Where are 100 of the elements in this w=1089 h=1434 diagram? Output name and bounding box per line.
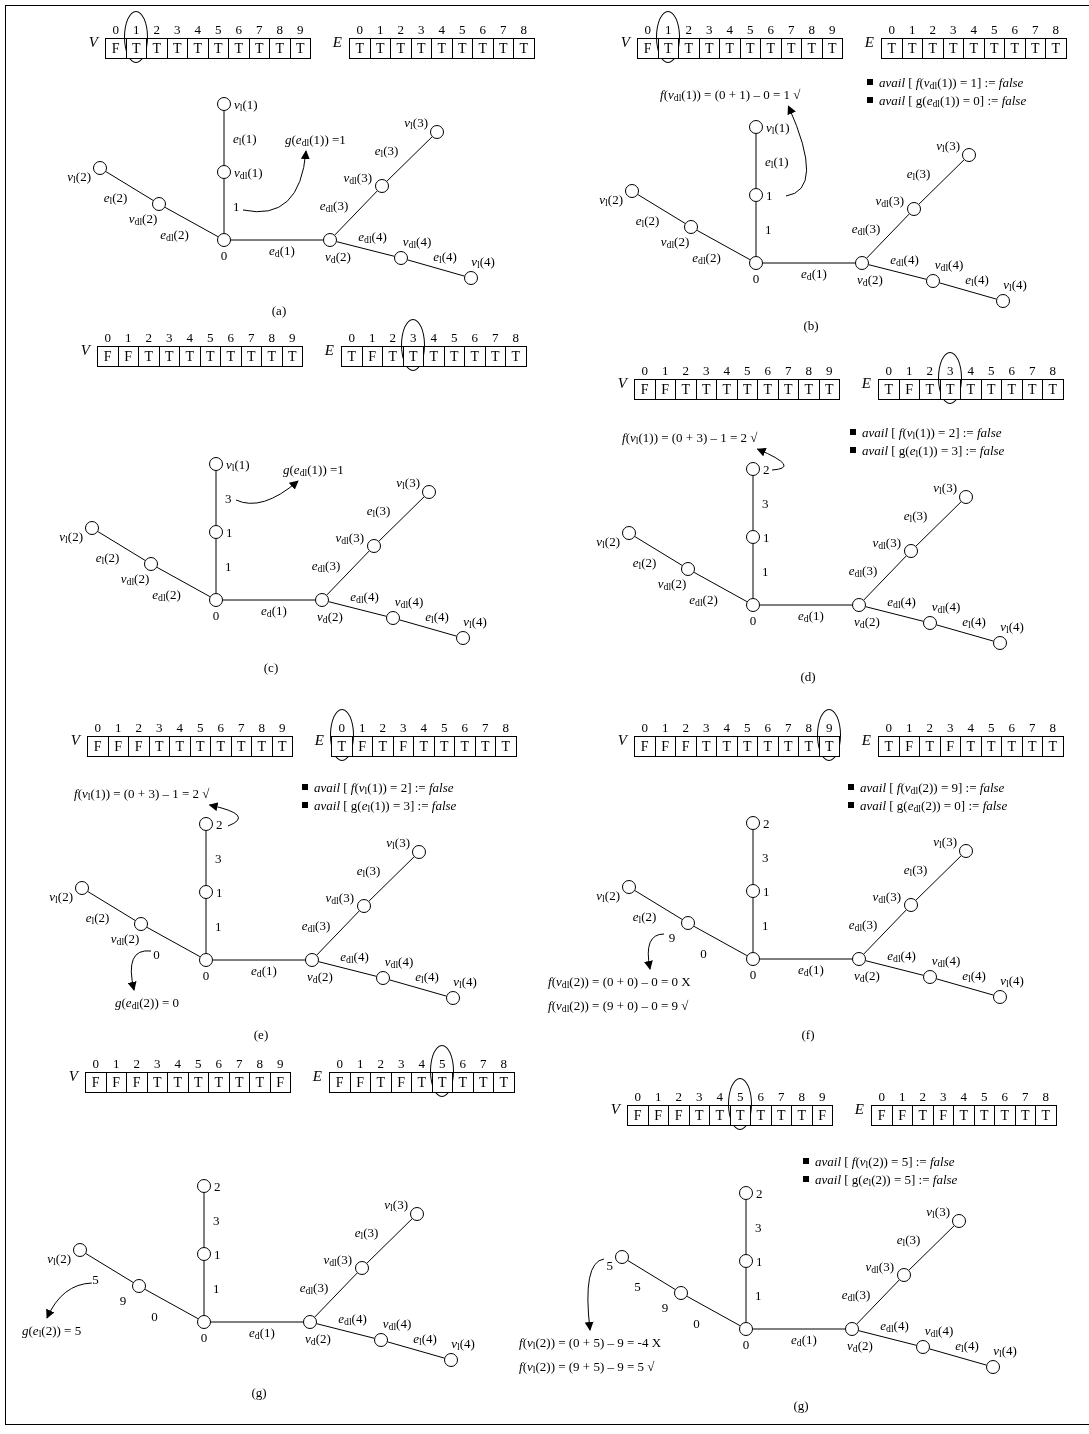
- vertex-label: v$_{l}$(4): [993, 1343, 1017, 1357]
- cell-value: T: [152, 41, 162, 56]
- vertex-label: 2: [763, 462, 770, 476]
- cell-value: F: [633, 1108, 642, 1123]
- edge-label: e$_{l}$(4): [414, 969, 440, 983]
- edge-label: e$_{l}$(4): [961, 968, 987, 982]
- edge-label: e$_{l}$(1): [764, 154, 790, 168]
- vertex-label: 0: [749, 967, 757, 981]
- edge-line: [328, 601, 387, 617]
- edge-line: [223, 178, 225, 234]
- index-number: 6: [459, 1057, 466, 1070]
- cell-value: T: [417, 1075, 427, 1090]
- cell-value: T: [704, 41, 714, 56]
- cell-value: T: [255, 1075, 265, 1090]
- index-number: 9: [826, 364, 833, 377]
- index-number: 3: [400, 721, 407, 734]
- index-number: 8: [502, 721, 509, 734]
- index-number: 4: [438, 23, 445, 36]
- array-name: E: [861, 733, 871, 748]
- vertex-label: 1: [763, 884, 770, 898]
- cell-value: T: [1027, 382, 1037, 397]
- edge-line: [693, 925, 748, 957]
- cell-value: T: [989, 41, 999, 56]
- index-number: 0: [634, 1090, 641, 1103]
- formula-text: f(v$_{dl}$(2)) = (9 + 0) – 0 = 9 √: [548, 998, 689, 1013]
- edge-label: e$_{l}$(3): [373, 143, 400, 157]
- edge-label: e$_{l}$(3): [895, 1232, 922, 1246]
- cell-value: F: [654, 1108, 663, 1123]
- array-name: V: [68, 1069, 78, 1084]
- vertex-label: v$_{d}$(2): [857, 272, 883, 286]
- vertex-label: 1: [216, 885, 223, 899]
- index-number: 2: [919, 1090, 926, 1103]
- vertex-label: v$_{l}$(2): [599, 192, 623, 206]
- vertex-label: v$_{l}$(3): [396, 475, 420, 489]
- index-number: 5: [215, 23, 222, 36]
- vertex-label: v$_{dl}$(2): [660, 234, 690, 248]
- edge-line: [215, 470, 217, 526]
- cell-value: T: [966, 382, 976, 397]
- index-number: 3: [174, 23, 181, 36]
- cell-value: T: [337, 739, 347, 754]
- index-number: 2: [682, 721, 689, 734]
- index-number: 7: [1029, 721, 1036, 734]
- cell-value: T: [213, 41, 223, 56]
- index-number: 1: [357, 1057, 364, 1070]
- edge-label: e$_{l}$(3): [355, 863, 382, 877]
- index-number: 4: [186, 331, 193, 344]
- index-number: 1: [113, 1057, 120, 1070]
- edge-label: e$_{l}$(4): [432, 249, 458, 263]
- curved-arrow: [208, 802, 239, 827]
- cell-value: F: [335, 1075, 344, 1090]
- index-number: 3: [703, 364, 710, 377]
- array-name: E: [861, 376, 871, 391]
- cell-value: F: [93, 739, 102, 754]
- cell-value: T: [439, 739, 449, 754]
- cell-value: T: [925, 739, 935, 754]
- edge-label: e$_{l}$(2): [94, 550, 121, 564]
- cell-value: T: [804, 739, 814, 754]
- cell-value: T: [959, 1108, 969, 1123]
- cell-value: T: [267, 349, 277, 364]
- cell-value: T: [144, 349, 154, 364]
- index-number: 8: [512, 331, 519, 344]
- vertex-label: v$_{dl}$(4): [382, 1316, 412, 1330]
- cell-value: T: [498, 41, 508, 56]
- index-number: 9: [297, 23, 304, 36]
- index-number: 2: [379, 721, 386, 734]
- vertex-label: 1: [226, 525, 233, 539]
- index-number: 1: [655, 1090, 662, 1103]
- cell-value: F: [276, 1075, 285, 1090]
- index-number: 4: [174, 1057, 181, 1070]
- edge-line: [144, 1288, 199, 1320]
- index-number: 7: [785, 721, 792, 734]
- edge-label: e$_{l}$(2): [634, 213, 661, 227]
- edge-line: [865, 606, 924, 622]
- index-number: 8: [1052, 23, 1059, 36]
- edge-line: [752, 543, 754, 599]
- cell-value: F: [103, 349, 112, 364]
- cell-value: T: [175, 739, 185, 754]
- cell-value: T: [979, 1108, 989, 1123]
- edge-line: [336, 241, 395, 257]
- cell-value: T: [722, 739, 732, 754]
- cell-value: T: [131, 41, 141, 56]
- cell-value: F: [905, 739, 914, 754]
- cell-value: T: [458, 1075, 468, 1090]
- index-number: 1: [906, 721, 913, 734]
- index-number: 4: [960, 1090, 967, 1103]
- edge-label: e$_{l}$(3): [365, 503, 392, 517]
- cell-value: T: [1048, 739, 1058, 754]
- edge-line: [936, 978, 994, 996]
- index-number: 8: [500, 1057, 507, 1070]
- index-number: 2: [397, 23, 404, 36]
- edge-line: [203, 1260, 205, 1316]
- cell-value: T: [375, 41, 385, 56]
- cell-value: F: [877, 1108, 886, 1123]
- vertex-label: v$_{dl}$(4): [931, 953, 961, 967]
- edge-line: [407, 259, 465, 277]
- cell-value: T: [193, 1075, 203, 1090]
- edge-label: e$_{d}$(1): [268, 243, 296, 257]
- cell-value: T: [725, 41, 735, 56]
- vertex-label: 1: [763, 530, 770, 544]
- edge-label: e$_{l}$(2): [84, 910, 111, 924]
